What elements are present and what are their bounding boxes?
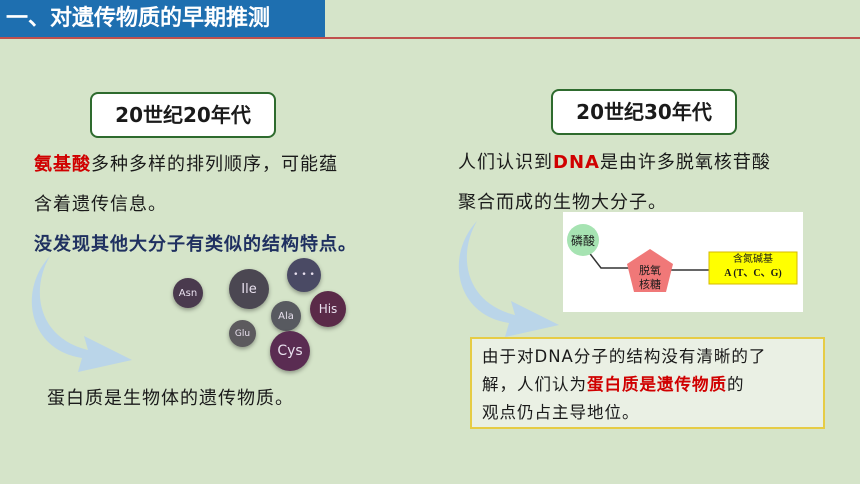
base-label: 含氮碱基 A (T、C、G) bbox=[724, 254, 782, 279]
right-text-line-2: 聚合而成的生物大分子。 bbox=[458, 192, 667, 213]
amino-acid-glu: Glu bbox=[229, 320, 256, 347]
nucleotide-diagram: 磷酸 脱氧 核糖 含氮碱基 A (T、C、G) bbox=[563, 212, 803, 312]
note-line-1: 由于对DNA分子的结构没有清晰的了 bbox=[482, 347, 767, 366]
era-label-1930s: 20世纪30年代 bbox=[551, 89, 737, 135]
sugar-label: 脱氧 核糖 bbox=[639, 264, 661, 291]
amino-acid-ile: Ile bbox=[229, 269, 269, 309]
note-line-2: 解，人们认为蛋白质是遗传物质的 bbox=[482, 375, 745, 394]
left-text-line-2: 含着遗传信息。 bbox=[34, 194, 167, 215]
right-text-line-1: 人们认识到DNA是由许多脱氧核苷酸 bbox=[458, 152, 771, 173]
era-label-1920s: 20世纪20年代 bbox=[90, 92, 276, 138]
section-title: 一、对遗传物质的早期推测 bbox=[0, 0, 325, 38]
amino-acid-asn: Asn bbox=[173, 278, 203, 308]
left-text-line-3: 没发现其他大分子有类似的结构特点。 bbox=[34, 234, 357, 255]
protein-hypothesis-term: 蛋白质是遗传物质 bbox=[587, 375, 727, 394]
sugar-pentagon bbox=[627, 249, 673, 292]
title-underline bbox=[0, 37, 860, 39]
amino-acid-dots: • • • bbox=[287, 258, 321, 292]
left-curved-arrow bbox=[31, 256, 132, 372]
note-line-3: 观点仍占主导地位。 bbox=[482, 403, 640, 422]
amino-acid-his: His bbox=[310, 291, 346, 327]
amino-acid-ala: Ala bbox=[271, 301, 301, 331]
dna-term: DNA bbox=[553, 152, 600, 173]
right-curved-arrow bbox=[458, 221, 559, 337]
left-conclusion: 蛋白质是生物体的遗传物质。 bbox=[47, 388, 294, 409]
amino-acid-cys: Cys bbox=[270, 331, 310, 371]
phosphate-circle bbox=[567, 224, 599, 256]
amino-acid-term: 氨基酸 bbox=[34, 154, 91, 175]
base-rect bbox=[708, 251, 798, 285]
note-box: 由于对DNA分子的结构没有清晰的了 解，人们认为蛋白质是遗传物质的 观点仍占主导… bbox=[470, 337, 825, 429]
left-text-line-1: 氨基酸多种多样的排列顺序，可能蕴 bbox=[34, 154, 338, 175]
phosphate-label: 磷酸 bbox=[570, 234, 595, 248]
